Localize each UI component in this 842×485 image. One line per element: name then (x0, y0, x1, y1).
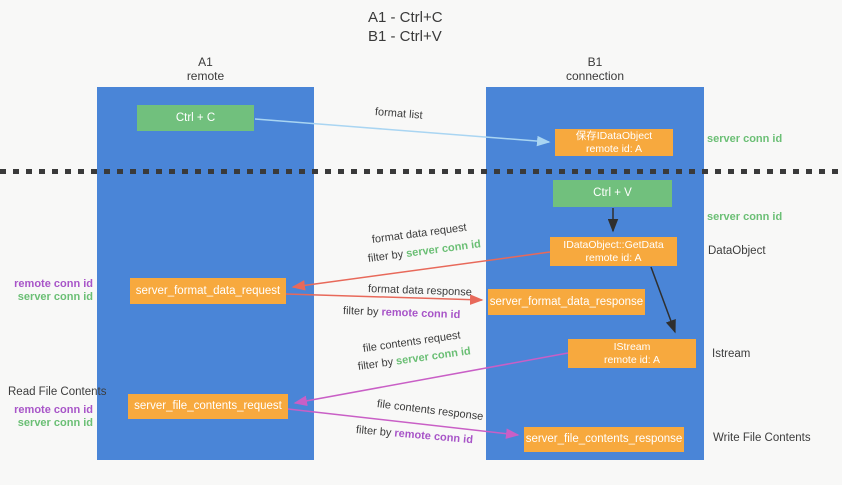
label-dataobject: DataObject (708, 245, 766, 257)
node-ctrl-c: Ctrl + C (137, 105, 254, 131)
server-format-data-response-label: server_format_data_response (489, 295, 644, 308)
label-server-conn-id-1: server conn id (17, 291, 93, 303)
label-server-conn-id-mid: server conn id (707, 211, 783, 223)
title-line-1: A1 - Ctrl+C (368, 9, 443, 26)
node-server-file-contents-response: server_file_contents_response (524, 427, 684, 452)
filter-by-prefix-1: filter by (367, 248, 407, 265)
column-a1-name: A1 (198, 55, 213, 69)
node-ctrl-v: Ctrl + V (553, 180, 672, 207)
save-idataobject-line1: 保存IDataObject (575, 130, 653, 142)
column-header-b1: B1 connection (486, 55, 704, 83)
diagram-title: A1 - Ctrl+C B1 - Ctrl+V (368, 8, 443, 46)
label-filter-by-remote-conn-id-1: filter by remote conn id (343, 305, 461, 321)
label-format-data-response: format data response (367, 283, 473, 299)
node-server-format-data-request: server_format_data_request (130, 278, 286, 304)
title-line-2: B1 - Ctrl+V (368, 28, 442, 45)
label-write-file-contents: Write File Contents (713, 432, 811, 444)
label-conn-ids-left-top: remote conn id server conn id (0, 278, 93, 304)
label-remote-conn-id-1: remote conn id (14, 278, 93, 290)
save-idataobject-line2: remote id: A (585, 142, 643, 155)
server-format-data-request-label: server_format_data_request (135, 284, 281, 297)
getdata-line1: IDataObject::GetData (563, 239, 664, 251)
label-read-file-contents: Read File Contents (8, 386, 107, 398)
node-istream: IStream remote id: A (568, 339, 696, 368)
label-remote-conn-id-2: remote conn id (14, 404, 93, 416)
column-b1-name: B1 (587, 55, 603, 69)
filter-by-prefix-2: filter by (342, 305, 382, 319)
label-filter-by-remote-conn-id-2: filter by remote conn id (355, 424, 473, 446)
server-file-contents-request-label: server_file_contents_request (134, 400, 282, 412)
dotted-divider (0, 169, 842, 174)
filter-by-value-2: remote conn id (381, 306, 461, 322)
column-b1-role: connection (565, 69, 625, 83)
label-file-contents-response: file contents response (376, 398, 484, 423)
istream-line2: remote id: A (603, 353, 661, 366)
filter-by-value-1: server conn id (405, 238, 482, 260)
node-save-idataobject: 保存IDataObject remote id: A (555, 129, 673, 156)
column-header-a1: A1 remote (97, 55, 314, 83)
ctrl-v-label: Ctrl + V (593, 187, 632, 199)
label-istream: Istream (712, 348, 751, 360)
label-conn-ids-left-bottom: remote conn id server conn id (0, 404, 93, 430)
istream-line1: IStream (613, 341, 651, 353)
node-idataobject-getdata: IDataObject::GetData remote id: A (550, 237, 677, 266)
filter-by-prefix-4: filter by (355, 424, 395, 440)
getdata-line2: remote id: A (585, 251, 642, 264)
node-server-file-contents-request: server_file_contents_request (128, 394, 288, 419)
column-a1-role: remote (186, 69, 225, 83)
node-server-format-data-response: server_format_data_response (488, 289, 645, 315)
label-server-conn-id-2: server conn id (17, 417, 93, 429)
label-format-list: format list (374, 106, 424, 122)
server-file-contents-response-label: server_file_contents_response (525, 433, 683, 445)
filter-by-prefix-3: filter by (357, 355, 397, 373)
label-server-conn-id-top: server conn id (707, 133, 783, 145)
ctrl-c-label: Ctrl + C (175, 111, 216, 124)
filter-by-value-4: remote conn id (393, 427, 474, 447)
